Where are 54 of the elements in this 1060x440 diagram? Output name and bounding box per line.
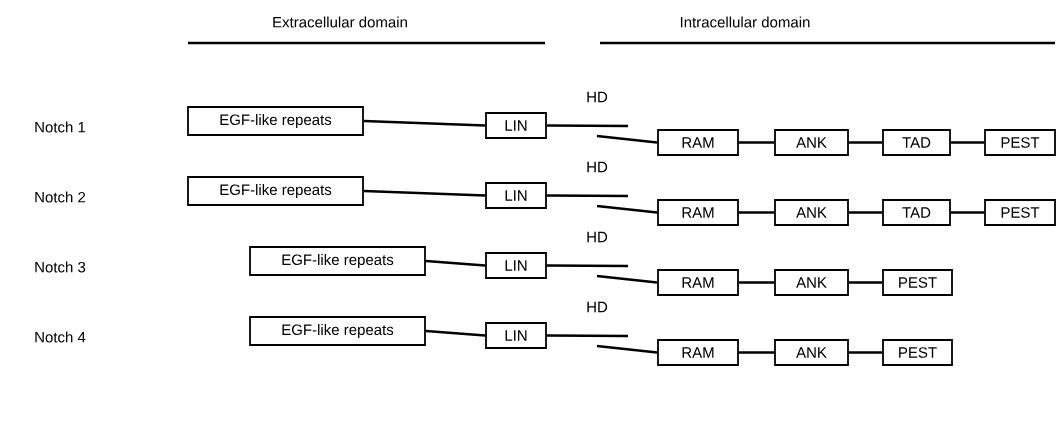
domain-box: EGF-like repeats (187, 176, 364, 206)
connector-line (363, 119, 486, 127)
connector-line (848, 351, 883, 354)
domain-box: ANK (774, 269, 849, 296)
region-label: HD (587, 301, 608, 313)
domain-box: EGF-like repeats (249, 316, 426, 346)
domain-box: RAM (657, 339, 739, 366)
connector-line (596, 344, 658, 354)
domain-box: PEST (882, 269, 953, 296)
domain-box: TAD (882, 129, 951, 156)
domain-box: ANK (774, 199, 849, 226)
connector-line (425, 329, 486, 337)
domain-box: PEST (882, 339, 953, 366)
region-label: HD (587, 91, 608, 103)
domain-heading: Intracellular domain (680, 16, 810, 28)
region-label: HD (587, 161, 608, 173)
row-label: Notch 2 (35, 191, 86, 203)
connector-line (848, 141, 883, 144)
domain-box: RAM (657, 129, 739, 156)
domain-box: RAM (657, 199, 739, 226)
row-label: Notch 3 (35, 261, 86, 273)
domain-box: ANK (774, 339, 849, 366)
connector-line (848, 211, 883, 214)
connector-line (596, 274, 658, 284)
domain-box: EGF-like repeats (187, 106, 364, 136)
connector-line (738, 211, 775, 214)
connector-line (738, 141, 775, 144)
connector-line (950, 141, 985, 144)
row-label: Notch 4 (35, 331, 86, 343)
connector-line (596, 134, 658, 144)
connector-line (363, 189, 486, 197)
domain-box: ANK (774, 129, 849, 156)
connector-line (738, 281, 775, 284)
domain-heading: Extracellular domain (273, 16, 407, 28)
connector-line (596, 204, 658, 214)
domain-box: PEST (984, 129, 1056, 156)
domain-box: LIN (485, 252, 547, 279)
connector-line (425, 259, 486, 267)
row-label: Notch 1 (35, 121, 86, 133)
domain-box: PEST (984, 199, 1056, 226)
connector-line (738, 351, 775, 354)
domain-box: RAM (657, 269, 739, 296)
domain-box: LIN (485, 322, 547, 349)
connector-line (546, 194, 628, 198)
domain-box: TAD (882, 199, 951, 226)
domain-box: EGF-like repeats (249, 246, 426, 276)
connector-line (546, 264, 628, 268)
connector-line (848, 281, 883, 284)
connector-line (546, 124, 628, 128)
domain-box: LIN (485, 182, 547, 209)
connector-line (546, 334, 628, 338)
domain-box: LIN (485, 112, 547, 139)
connector-line (950, 211, 985, 214)
region-label: HD (587, 231, 608, 243)
